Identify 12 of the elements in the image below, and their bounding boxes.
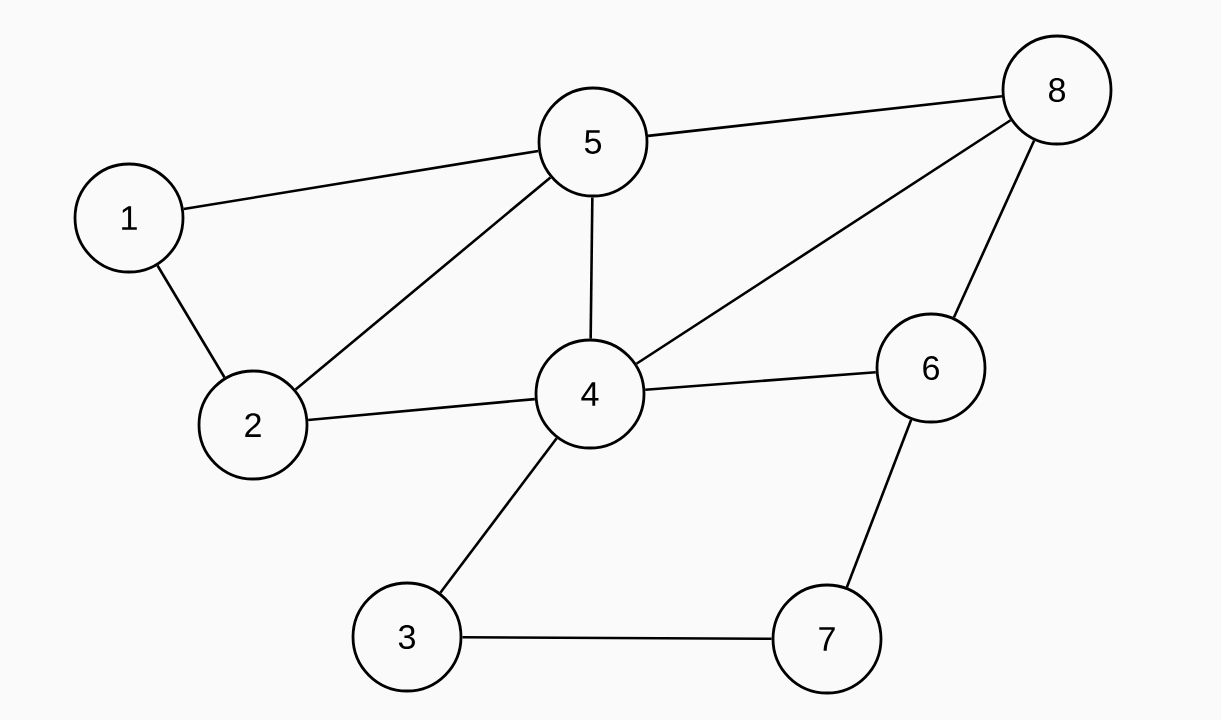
edge-line (439, 437, 558, 594)
edge-line (952, 139, 1036, 319)
edge-line (589, 197, 594, 339)
edge-line (294, 176, 552, 391)
edge-line (183, 149, 539, 211)
edge-line (647, 94, 1003, 138)
edge-line (645, 370, 876, 392)
edge-line (156, 264, 226, 379)
edge-line (845, 419, 913, 588)
edge-line (308, 397, 535, 422)
edge-line (635, 119, 1012, 365)
edge-line (462, 635, 772, 641)
